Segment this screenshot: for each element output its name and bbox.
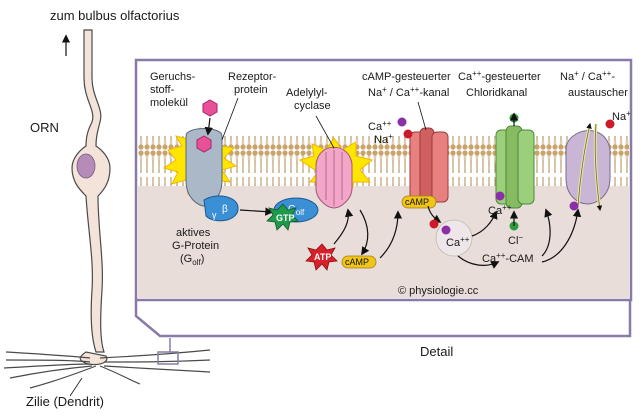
svg-text:Cl−: Cl− — [508, 233, 523, 247]
svg-text:β: β — [222, 204, 228, 215]
svg-text:Na+: Na+ — [374, 132, 393, 146]
axon — [71, 29, 111, 353]
svg-text:Ca++: Ca++ — [446, 235, 470, 249]
camp-bound — [401, 195, 437, 209]
calcium-ion-inside — [441, 225, 451, 235]
cilia — [3, 349, 211, 389]
chloride-channel: Ca++ Cl− Ca++-gesteuerter Chloridkanal — [458, 69, 541, 247]
svg-text:Geruchs-: Geruchs- — [150, 71, 196, 83]
svg-text:cAMP: cAMP — [345, 257, 369, 267]
svg-text:γ: γ — [212, 210, 217, 220]
odorant-molecule-bound — [196, 135, 212, 153]
svg-text:austauscher: austauscher — [568, 87, 628, 99]
detail-label: Detail — [420, 344, 453, 359]
calcium-ion — [397, 117, 407, 127]
svg-text:molekül: molekül — [150, 97, 188, 109]
nucleus — [76, 153, 96, 179]
camp-free — [341, 255, 377, 269]
copyright: © physiologie.cc — [398, 285, 479, 297]
adenylyl-cyclase: Adelylyl- cyclase ATP cAMP — [286, 87, 403, 271]
calcium-ion-channel — [495, 191, 505, 201]
zilie-label: Zilie (Dendrit) — [26, 394, 104, 409]
odorant-molecule — [202, 99, 218, 117]
odorant-receptor: Geruchs- stoff- molekül Rezeptor- protei… — [150, 71, 277, 207]
svg-text:Chloridkanal: Chloridkanal — [466, 87, 527, 99]
svg-text:cAMP: cAMP — [405, 197, 429, 207]
orn-label: ORN — [30, 120, 59, 135]
gtp-star — [266, 203, 299, 231]
sodium-ion-inside — [429, 219, 439, 229]
svg-text:Adelylyl-: Adelylyl- — [286, 87, 328, 99]
calcium-ion-exchanger — [569, 201, 579, 211]
camp-gated-channel: cAMP cAMP-gesteuerter Na+ / Ca++-kanal C… — [362, 71, 451, 229]
svg-text:Ca++: Ca++ — [368, 119, 392, 133]
beta-gamma-subunit — [203, 195, 239, 222]
na-ca-exchanger: Na+ Na+ / Ca++- austauscher — [560, 69, 631, 212]
sodium-ion-exchanger — [605, 119, 615, 129]
svg-text:GTP: GTP — [276, 213, 295, 223]
calcium-calmodulin: Ca++ Ca++-CAM — [435, 208, 582, 269]
svg-text:Ca++-CAM: Ca++-CAM — [482, 251, 534, 265]
orn-neuron: zum bulbus olfactorius ORN Zilie (Dendri… — [3, 8, 211, 409]
svg-text:aktives: aktives — [176, 227, 211, 239]
svg-text:Na+ / Ca++-: Na+ / Ca++- — [560, 69, 615, 83]
svg-text:ATP: ATP — [314, 252, 331, 262]
svg-text:G-Protein: G-Protein — [172, 240, 219, 252]
svg-text:Na+: Na+ — [612, 109, 631, 123]
svg-text:protein: protein — [234, 84, 268, 96]
svg-text:cAMP-gesteuerter: cAMP-gesteuerter — [362, 71, 451, 83]
svg-text:Ca++: Ca++ — [488, 203, 512, 217]
svg-text:(Golf): (Golf) — [180, 253, 204, 267]
svg-text:stoff-: stoff- — [150, 84, 175, 96]
g-protein: β γ Golf GTP aktives G-Protein (Golf) — [172, 195, 319, 267]
atp-star — [305, 243, 338, 271]
svg-text:Ca++-gesteuerter: Ca++-gesteuerter — [458, 69, 541, 83]
svg-text:Na+ / Ca++-kanal: Na+ / Ca++-kanal — [368, 85, 449, 99]
svg-text:Rezeptor-: Rezeptor- — [228, 71, 277, 83]
svg-text:cyclase: cyclase — [294, 100, 331, 112]
detail-bracket — [134, 300, 632, 338]
sodium-ion — [403, 129, 413, 139]
bulbus-label: zum bulbus olfactorius — [50, 8, 180, 23]
